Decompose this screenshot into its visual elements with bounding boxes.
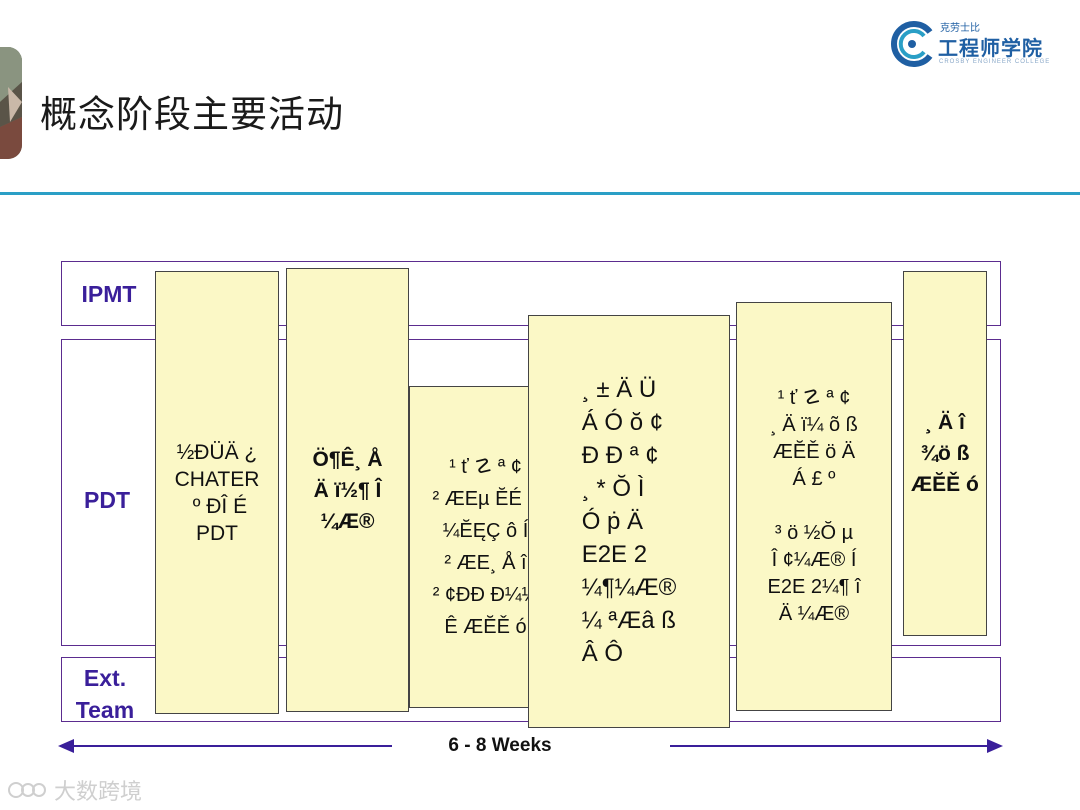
- activity-box-6: ¸ Ä î ¾ö ß ÆĔĚ ó: [903, 271, 987, 636]
- logo: 克劳士比 工程师学院 CROSBY ENGINEER COLLEGE: [890, 14, 1050, 72]
- lane-label-pdt: PDT: [68, 484, 146, 516]
- title-divider: [0, 192, 1080, 195]
- activity-box-2: Ö¶Ê¸ Å Ä ï½¶ Î ¼Æ®: [286, 268, 409, 712]
- watermark-text: 大数跨境: [54, 774, 142, 806]
- watermark-logo-icon: [8, 778, 50, 802]
- lane-label-ipmt: IPMT: [68, 278, 150, 310]
- timeline-label: 6 - 8 Weeks: [400, 735, 600, 757]
- timeline-line-right: [670, 745, 988, 747]
- activity-box-5: ¹ ť ☡ ª ¢ ¸ Ä ï¼ õ ß ÆĔĚ ö Ä Á £ º ³ ö ½…: [736, 302, 892, 711]
- logo-main-text: 工程师学院: [938, 32, 1043, 61]
- timeline-arrow-right-icon: [987, 739, 1003, 753]
- timeline-line-left: [72, 745, 392, 747]
- lane-label-ext-team: Ext. Team: [64, 662, 146, 726]
- activity-box-1: ½ĐÜÄ ¿ CHATER º ĐÎ É PDT: [155, 271, 279, 714]
- logo-english-text: CROSBY ENGINEER COLLEGE: [939, 59, 1050, 65]
- logo-ring-icon: [890, 18, 936, 68]
- watermark: 大数跨境: [8, 774, 142, 806]
- activity-box-4: ¸ ± Ä Ü Á Ó ŏ ¢ Ð Đ ª ¢ ¸ * Ŏ Ì Ó ṗ Ä E2…: [528, 315, 730, 728]
- page-title: 概念阶段主要活动: [40, 84, 344, 138]
- corner-decoration: [0, 47, 22, 159]
